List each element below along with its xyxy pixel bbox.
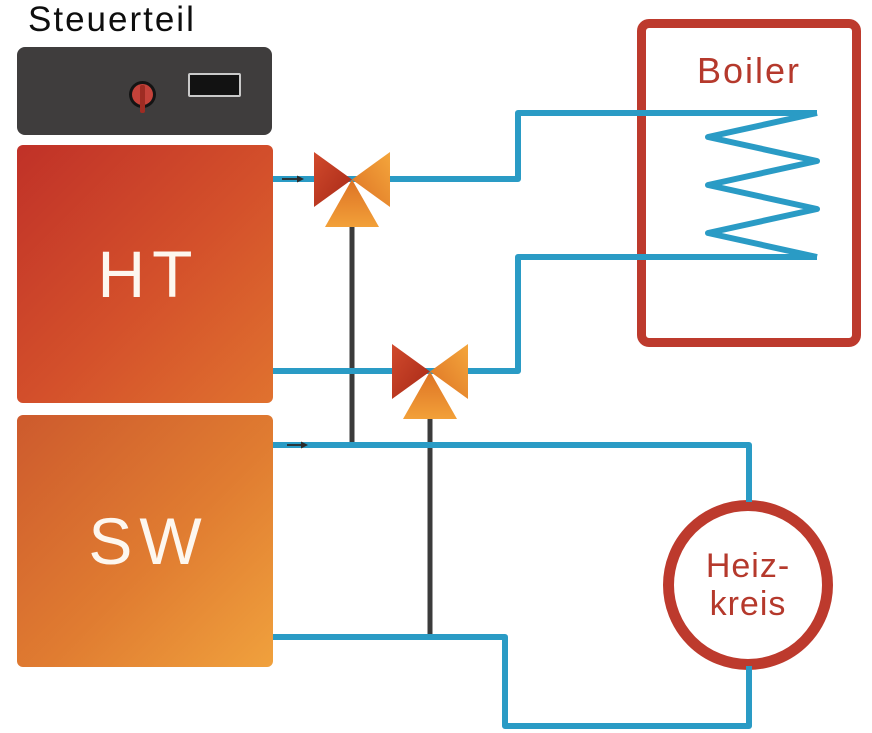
heating-circuit-label-line2: kreis [709,585,787,623]
tank-ht: HT [17,145,273,403]
heating-circuit-circle: Heiz- kreis [663,500,833,670]
tank-sw-label: SW [88,504,209,578]
page-title: Steuerteil [28,0,196,39]
flow-arrow-top [282,175,304,183]
boiler-box: Boiler [637,19,861,347]
tank-ht-label: HT [97,237,200,311]
control-panel-display [188,73,241,97]
three-way-valve-1-icon [314,152,390,227]
rotary-knob-icon [129,81,156,113]
pipe-sw-supply-to-heizkreis [273,442,752,502]
tank-sw: SW [17,415,273,667]
control-panel [17,47,272,135]
flow-arrow-bottom [287,441,308,449]
pipe-heizkreis-return-to-sw [273,634,752,729]
three-way-valve-2-icon [392,344,468,419]
rotary-knob-pointer [140,85,145,113]
heating-circuit-label-line1: Heiz- [705,547,791,585]
boiler-label: Boiler [696,50,802,91]
